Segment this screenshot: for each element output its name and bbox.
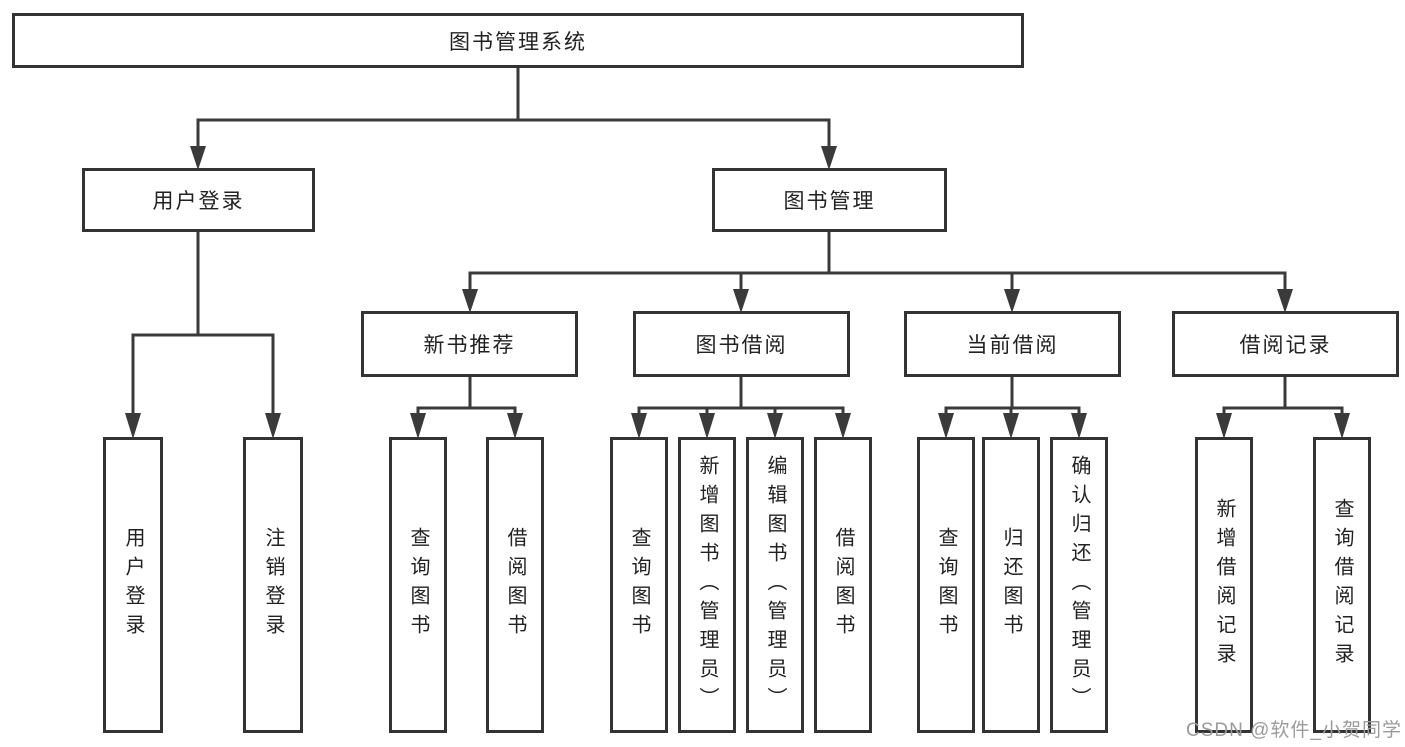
leaf-record-add: 新增借阅记录 bbox=[1195, 437, 1253, 733]
leaf-label: 借阅图书 bbox=[504, 527, 526, 643]
node-user-login: 用户登录 bbox=[82, 168, 315, 232]
leaf-label: 借阅图书 bbox=[832, 527, 854, 643]
leaf-current-confirm-admin: 确认归还（管理员） bbox=[1050, 437, 1108, 733]
node-label: 新书推荐 bbox=[423, 334, 516, 357]
leaf-label: 新增借阅记录 bbox=[1213, 498, 1235, 672]
csdn-watermark: CSDN @软件_小贺同学 bbox=[1186, 720, 1402, 741]
node-label: 图书管理 bbox=[783, 190, 876, 213]
node-current-borrow: 当前借阅 bbox=[904, 311, 1121, 377]
arrowheads bbox=[125, 146, 1350, 439]
node-label: 用户登录 bbox=[152, 190, 245, 213]
leaf-label: 查询借阅记录 bbox=[1331, 498, 1353, 672]
leaf-borrow-add-admin: 新增图书（管理员） bbox=[678, 437, 736, 733]
leaf-newbook-query: 查询图书 bbox=[389, 437, 447, 733]
leaf-label: 新增图书（管理员） bbox=[696, 454, 718, 716]
leaf-borrow-book: 借阅图书 bbox=[814, 437, 872, 733]
node-label: 借阅记录 bbox=[1239, 334, 1332, 357]
node-root-system: 图书管理系统 bbox=[12, 13, 1024, 68]
leaf-label: 确认归还（管理员） bbox=[1068, 454, 1090, 716]
node-book-borrow: 图书借阅 bbox=[633, 311, 850, 377]
leaf-label: 查询图书 bbox=[407, 527, 429, 643]
leaf-borrow-query: 查询图书 bbox=[610, 437, 668, 733]
leaf-current-return: 归还图书 bbox=[982, 437, 1040, 733]
leaf-label: 查询图书 bbox=[628, 527, 650, 643]
node-new-book-recommend: 新书推荐 bbox=[361, 311, 578, 377]
leaf-label: 编辑图书（管理员） bbox=[764, 454, 786, 716]
leaf-record-query: 查询借阅记录 bbox=[1313, 437, 1371, 733]
node-label: 当前借阅 bbox=[966, 334, 1059, 357]
leaf-logout: 注销登录 bbox=[243, 437, 303, 733]
node-root-label: 图书管理系统 bbox=[449, 30, 587, 54]
leaf-label: 注销登录 bbox=[262, 527, 284, 643]
leaf-user-login: 用户登录 bbox=[103, 437, 163, 733]
node-book-management: 图书管理 bbox=[712, 168, 947, 232]
leaf-label: 归还图书 bbox=[1000, 527, 1022, 643]
leaf-newbook-borrow: 借阅图书 bbox=[486, 437, 544, 733]
leaf-current-query: 查询图书 bbox=[917, 437, 975, 733]
node-borrow-record: 借阅记录 bbox=[1172, 311, 1399, 377]
leaf-label: 用户登录 bbox=[122, 527, 144, 643]
node-label: 图书借阅 bbox=[695, 334, 788, 357]
leaf-borrow-edit-admin: 编辑图书（管理员） bbox=[746, 437, 804, 733]
leaf-label: 查询图书 bbox=[935, 527, 957, 643]
